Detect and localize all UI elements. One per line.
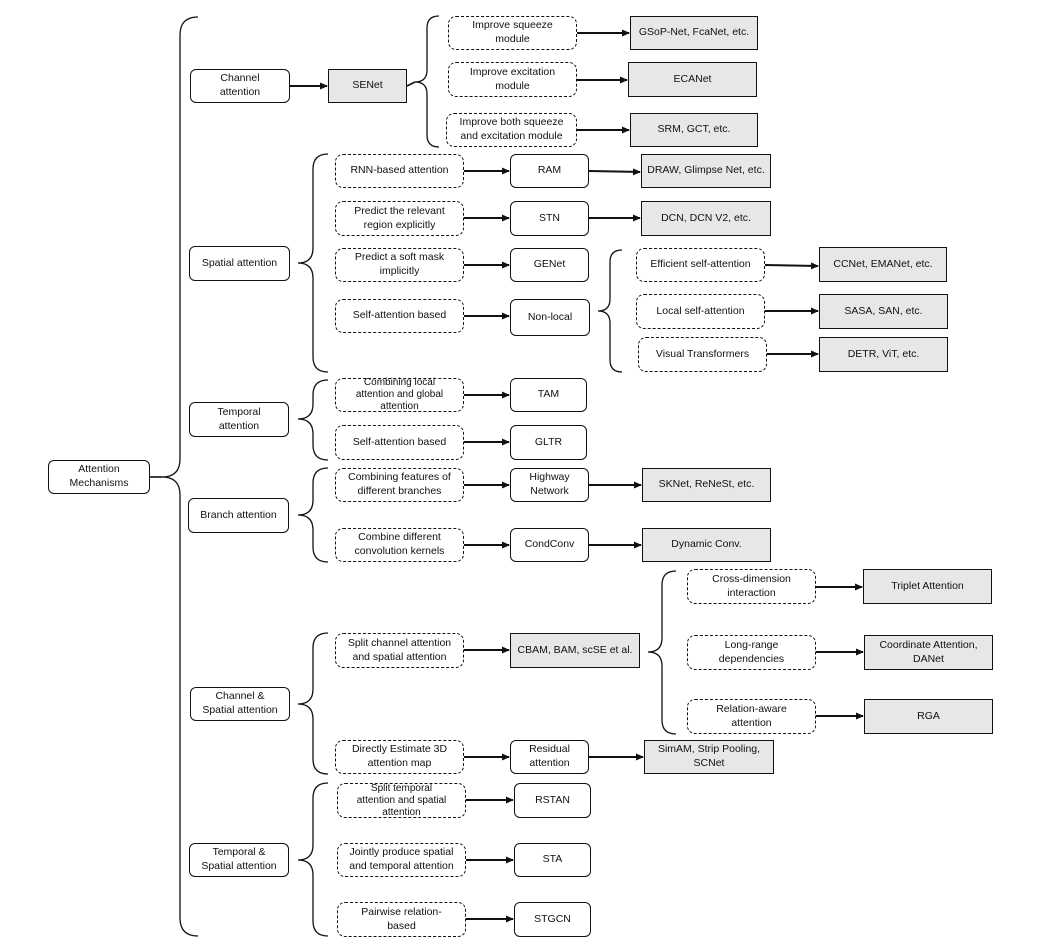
approach-combining-local-global: Combining local attention and global att…	[335, 377, 464, 412]
method-ecanet: ECANet	[628, 62, 757, 97]
method-sta: STA	[514, 843, 591, 877]
approach-long-range: Long-range dependencies	[687, 635, 816, 670]
brace-connector	[161, 16, 199, 937]
root-attention-mechanisms: Attention Mechanisms	[48, 460, 150, 494]
method-condconv: CondConv	[510, 528, 589, 562]
method-sknet-resnest: SKNet, ReNeSt, etc.	[642, 468, 771, 502]
approach-directly-estimate-3d: Directly Estimate 3D attention map	[335, 740, 464, 774]
approach-improve-both: Improve both squeeze and excitation modu…	[446, 113, 577, 147]
brace-connector	[597, 249, 623, 373]
category-temporal-attention: Temporal attention	[189, 402, 289, 437]
method-non-local: Non-local	[510, 299, 590, 336]
approach-efficient-self-attention: Efficient self-attention	[636, 248, 765, 282]
method-simam-strip-pooling: SimAM, Strip Pooling, SCNet	[644, 740, 774, 774]
approach-cross-dimension: Cross-dimension interaction	[687, 569, 816, 604]
method-dynamic-conv: Dynamic Conv.	[642, 528, 771, 562]
approach-self-attention-temporal: Self-attention based	[335, 425, 464, 460]
method-dcn: DCN, DCN V2, etc.	[641, 201, 771, 236]
approach-pairwise-relation: Pairwise relation- based	[337, 902, 466, 937]
method-srm-gct: SRM, GCT, etc.	[630, 113, 758, 147]
approach-local-self-attention: Local self-attention	[636, 294, 765, 329]
approach-combining-branches: Combining features of different branches	[335, 468, 464, 502]
method-highway-network: Highway Network	[510, 468, 589, 502]
method-cbam-bam-scse: CBAM, BAM, scSE et al.	[510, 633, 640, 668]
method-genet: GENet	[510, 248, 589, 282]
approach-combine-kernels: Combine different convolution kernels	[335, 528, 464, 562]
method-detr-vit: DETR, ViT, etc.	[819, 337, 948, 372]
method-residual-attention: Residual attention	[510, 740, 589, 774]
brace-connector	[647, 570, 677, 735]
method-tam: TAM	[510, 378, 587, 412]
approach-self-attention-spatial: Self-attention based	[335, 299, 464, 333]
method-gltr: GLTR	[510, 425, 587, 460]
approach-split-temporal-spatial: Split temporal attention and spatial att…	[337, 783, 466, 818]
category-channel-attention: Channel attention	[190, 69, 290, 103]
category-temporal-spatial-attention: Temporal & Spatial attention	[189, 843, 289, 877]
brace-connector	[297, 467, 329, 563]
approach-rnn-based: RNN-based attention	[335, 154, 464, 188]
brace-connector	[297, 379, 329, 461]
approach-visual-transformers: Visual Transformers	[638, 337, 767, 372]
method-triplet-attention: Triplet Attention	[863, 569, 992, 604]
approach-improve-excitation: Improve excitation module	[448, 62, 577, 97]
method-rstan: RSTAN	[514, 783, 591, 818]
method-stn: STN	[510, 201, 589, 236]
method-gsop-fcanet: GSoP-Net, FcaNet, etc.	[630, 16, 758, 50]
brace-connector	[297, 782, 329, 937]
category-channel-spatial-attention: Channel & Spatial attention	[190, 687, 290, 721]
method-coordinate-attention-danet: Coordinate Attention, DANet	[864, 635, 993, 670]
method-ccnet-emanet: CCNet, EMANet, etc.	[819, 247, 947, 282]
method-draw-glimpse: DRAW, Glimpse Net, etc.	[641, 154, 771, 188]
approach-jointly-produce: Jointly produce spatial and temporal att…	[337, 843, 466, 877]
brace-connector	[414, 15, 440, 148]
category-branch-attention: Branch attention	[188, 498, 289, 533]
arrow-connector	[588, 168, 641, 176]
approach-predict-soft-mask: Predict a soft mask implicitly	[335, 248, 464, 282]
category-spatial-attention: Spatial attention	[189, 246, 290, 281]
method-rga: RGA	[864, 699, 993, 734]
method-senet: SENet	[328, 69, 407, 103]
method-stgcn: STGCN	[514, 902, 591, 937]
method-sasa-san: SASA, SAN, etc.	[819, 294, 948, 329]
approach-improve-squeeze: Improve squeeze module	[448, 16, 577, 50]
line-connector	[406, 81, 416, 87]
brace-connector	[297, 153, 329, 373]
approach-predict-region: Predict the relevant region explicitly	[335, 201, 464, 236]
approach-split-channel-spatial: Split channel attention and spatial atte…	[335, 633, 464, 668]
method-ram: RAM	[510, 154, 589, 188]
brace-connector	[297, 632, 329, 775]
arrow-connector	[764, 262, 819, 270]
approach-relation-aware: Relation-aware attention	[687, 699, 816, 734]
